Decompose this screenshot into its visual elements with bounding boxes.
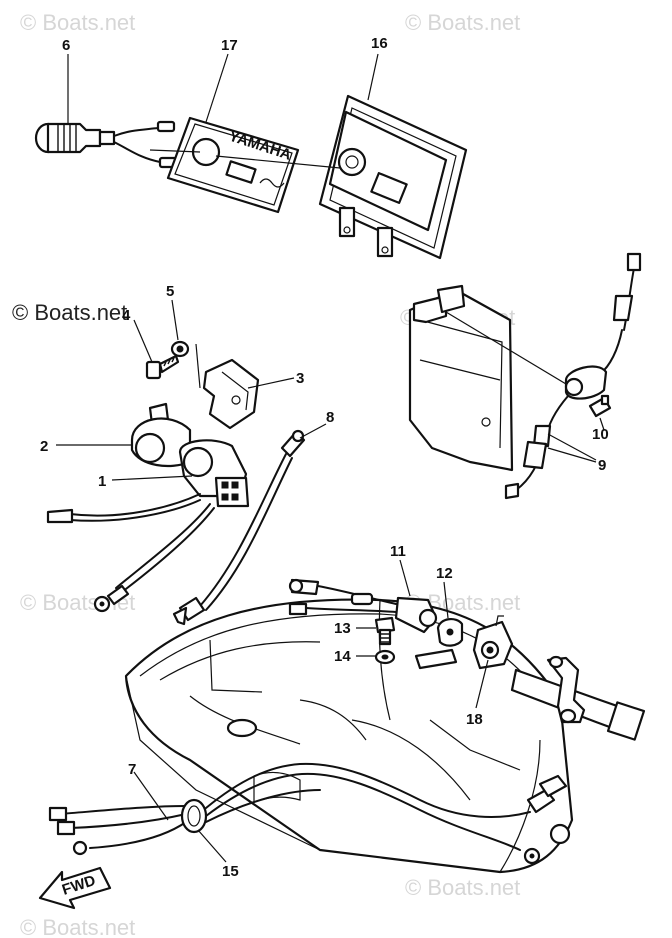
part-4-bolt (145, 354, 180, 380)
callout-1: 1 (98, 473, 106, 490)
callout-14: 14 (334, 648, 351, 665)
callout-9: 9 (598, 457, 606, 474)
watermark-top-left: © Boats.net (20, 10, 135, 35)
callout-10: 10 (592, 426, 609, 443)
part-7-harness (48, 762, 571, 865)
part-18-bracket (472, 615, 514, 670)
part-16-panel-box (318, 94, 468, 260)
callout-17: 17 (221, 37, 238, 54)
part-9-box (408, 284, 514, 472)
callout-8: 8 (326, 409, 334, 426)
leader-switch-to-plate (149, 149, 201, 153)
part-2-clamp (130, 402, 192, 468)
watermark-bottom-left: © Boats.net (20, 915, 135, 938)
watermark-mid-left: © Boats.net (12, 300, 127, 325)
part-8-cable (172, 429, 306, 626)
fwd-arrow: FWD (38, 866, 112, 910)
part-11-switch (288, 578, 438, 634)
callout-18: 18 (466, 711, 483, 728)
callout-15: 15 (222, 863, 239, 880)
leader-plate-to-panel (215, 155, 341, 169)
part-5-washer (170, 340, 190, 358)
part-9-harness (445, 252, 642, 500)
callout-12: 12 (436, 565, 453, 582)
callout-6: 6 (62, 37, 70, 54)
part-13-bolt (374, 616, 396, 646)
shift-lever (510, 655, 646, 741)
part-10-fuse (588, 394, 612, 418)
callout-16: 16 (371, 35, 388, 52)
part-6-kill-switch (34, 120, 178, 169)
callout-5: 5 (166, 283, 174, 300)
part-1-relay (46, 439, 250, 613)
part-15-grommet (180, 798, 208, 834)
callout-13: 13 (334, 620, 351, 637)
watermark-bottom-right: © Boats.net (405, 875, 520, 900)
bottom-cowling (124, 598, 574, 874)
part-3-bracket (195, 343, 260, 430)
callout-7: 7 (128, 761, 136, 778)
part-17-name-plate: YAMAHA (166, 116, 300, 214)
watermark-top-right: © Boats.net (405, 10, 520, 35)
part-12-clip (414, 618, 464, 670)
callouts: 6 17 16 5 4 3 2 1 8 10 9 11 (40, 35, 609, 880)
part-14-washer (374, 649, 396, 665)
callout-3: 3 (296, 370, 304, 387)
callout-11: 11 (390, 543, 406, 560)
callout-4: 4 (122, 307, 131, 324)
callout-2: 2 (40, 438, 48, 455)
